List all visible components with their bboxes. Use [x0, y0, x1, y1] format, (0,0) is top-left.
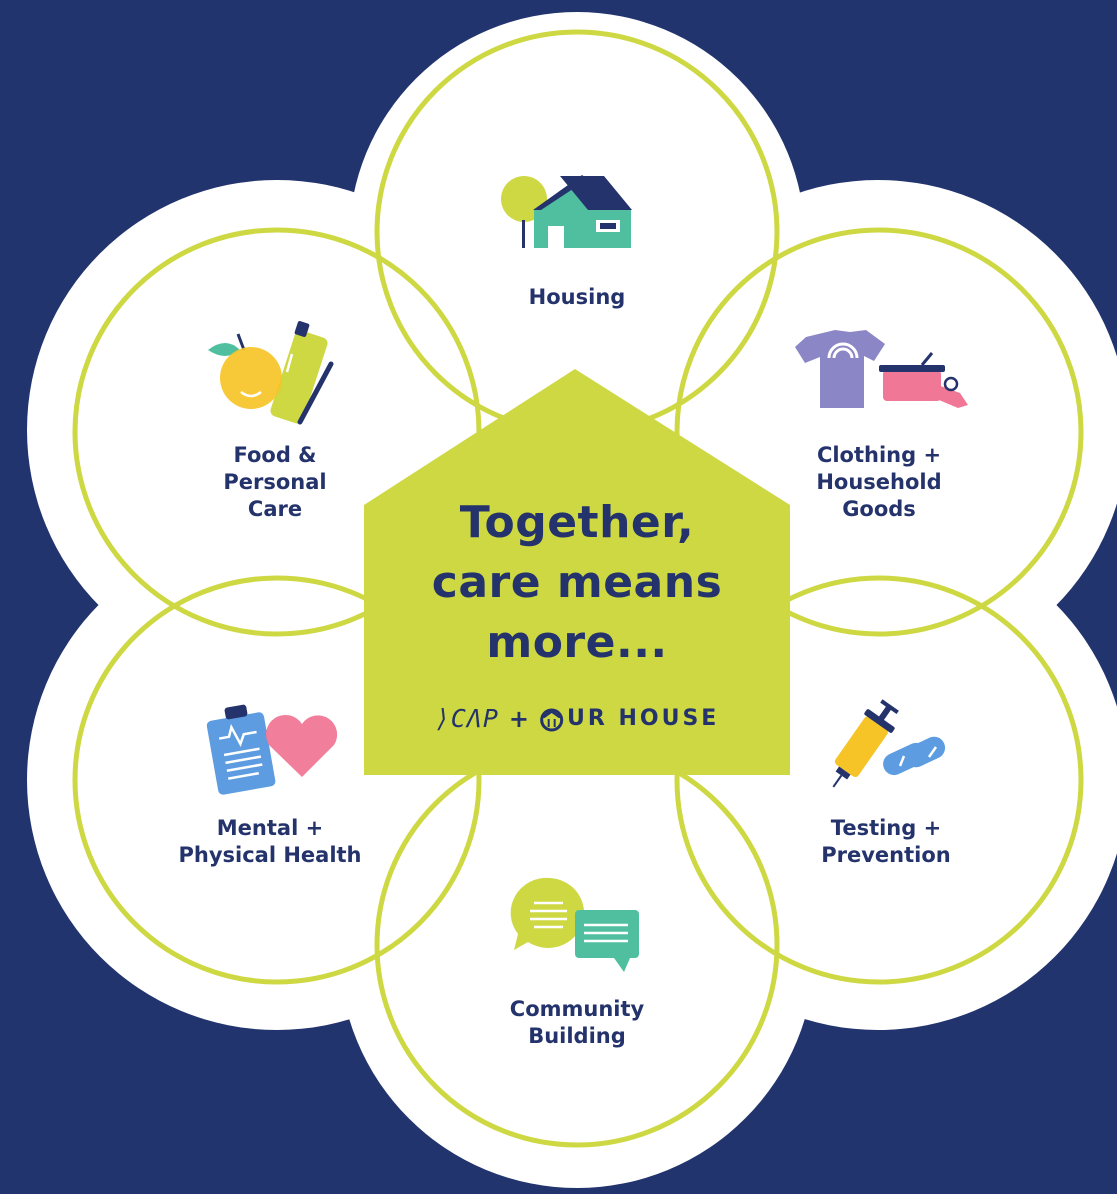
label-line: Care: [247, 497, 303, 521]
label-testing: Testing + Prevention: [821, 815, 951, 869]
partner-logos: ⟩CΛP + UR HOUSE: [435, 704, 720, 733]
ring-clothing: [674, 227, 1084, 637]
label-line: Household: [816, 470, 942, 494]
syringe-and-pills-icon: [832, 699, 946, 788]
clipboard-and-heart-icon: [206, 704, 338, 795]
xcap-logo: ⟩CΛP: [434, 704, 499, 733]
orange-and-bottle-icon: [208, 321, 334, 425]
plus-sign: +: [508, 704, 529, 733]
label-food: Food & Personal Care: [223, 442, 326, 523]
label-community: Community Building: [510, 996, 644, 1050]
label-clothing: Clothing + Household Goods: [816, 442, 941, 523]
label-line: Building: [528, 1024, 626, 1048]
label-health: Mental + Physical Health: [178, 815, 361, 869]
ring-health: [72, 575, 482, 985]
house-icon: [501, 175, 632, 248]
label-line: Food &: [233, 443, 317, 467]
house-o-icon: [540, 708, 564, 731]
chat-bubbles-icon: [510, 877, 639, 972]
label-line: Goods: [842, 497, 916, 521]
label-line: Physical Health: [178, 843, 362, 867]
label-line: Clothing +: [816, 443, 942, 467]
ring-testing: [674, 575, 1084, 985]
label-line: Personal: [223, 470, 327, 494]
headline: Together, care means more...: [432, 493, 723, 673]
label-line: Prevention: [821, 843, 951, 867]
center-house-shape: [364, 369, 790, 775]
label-line: Housing: [528, 285, 626, 309]
label-line: Mental +: [216, 816, 324, 840]
our-house-logo: UR HOUSE: [539, 706, 719, 732]
label-line: Testing +: [830, 816, 942, 840]
our-house-wordmark: UR HOUSE: [567, 706, 720, 731]
label-line: Community: [509, 997, 645, 1021]
headline-line: care means: [431, 557, 723, 608]
label-housing: Housing: [529, 284, 626, 311]
headline-line: Together,: [459, 497, 695, 548]
tshirt-and-pot-icon: [795, 330, 968, 408]
headline-line: more...: [486, 617, 668, 668]
